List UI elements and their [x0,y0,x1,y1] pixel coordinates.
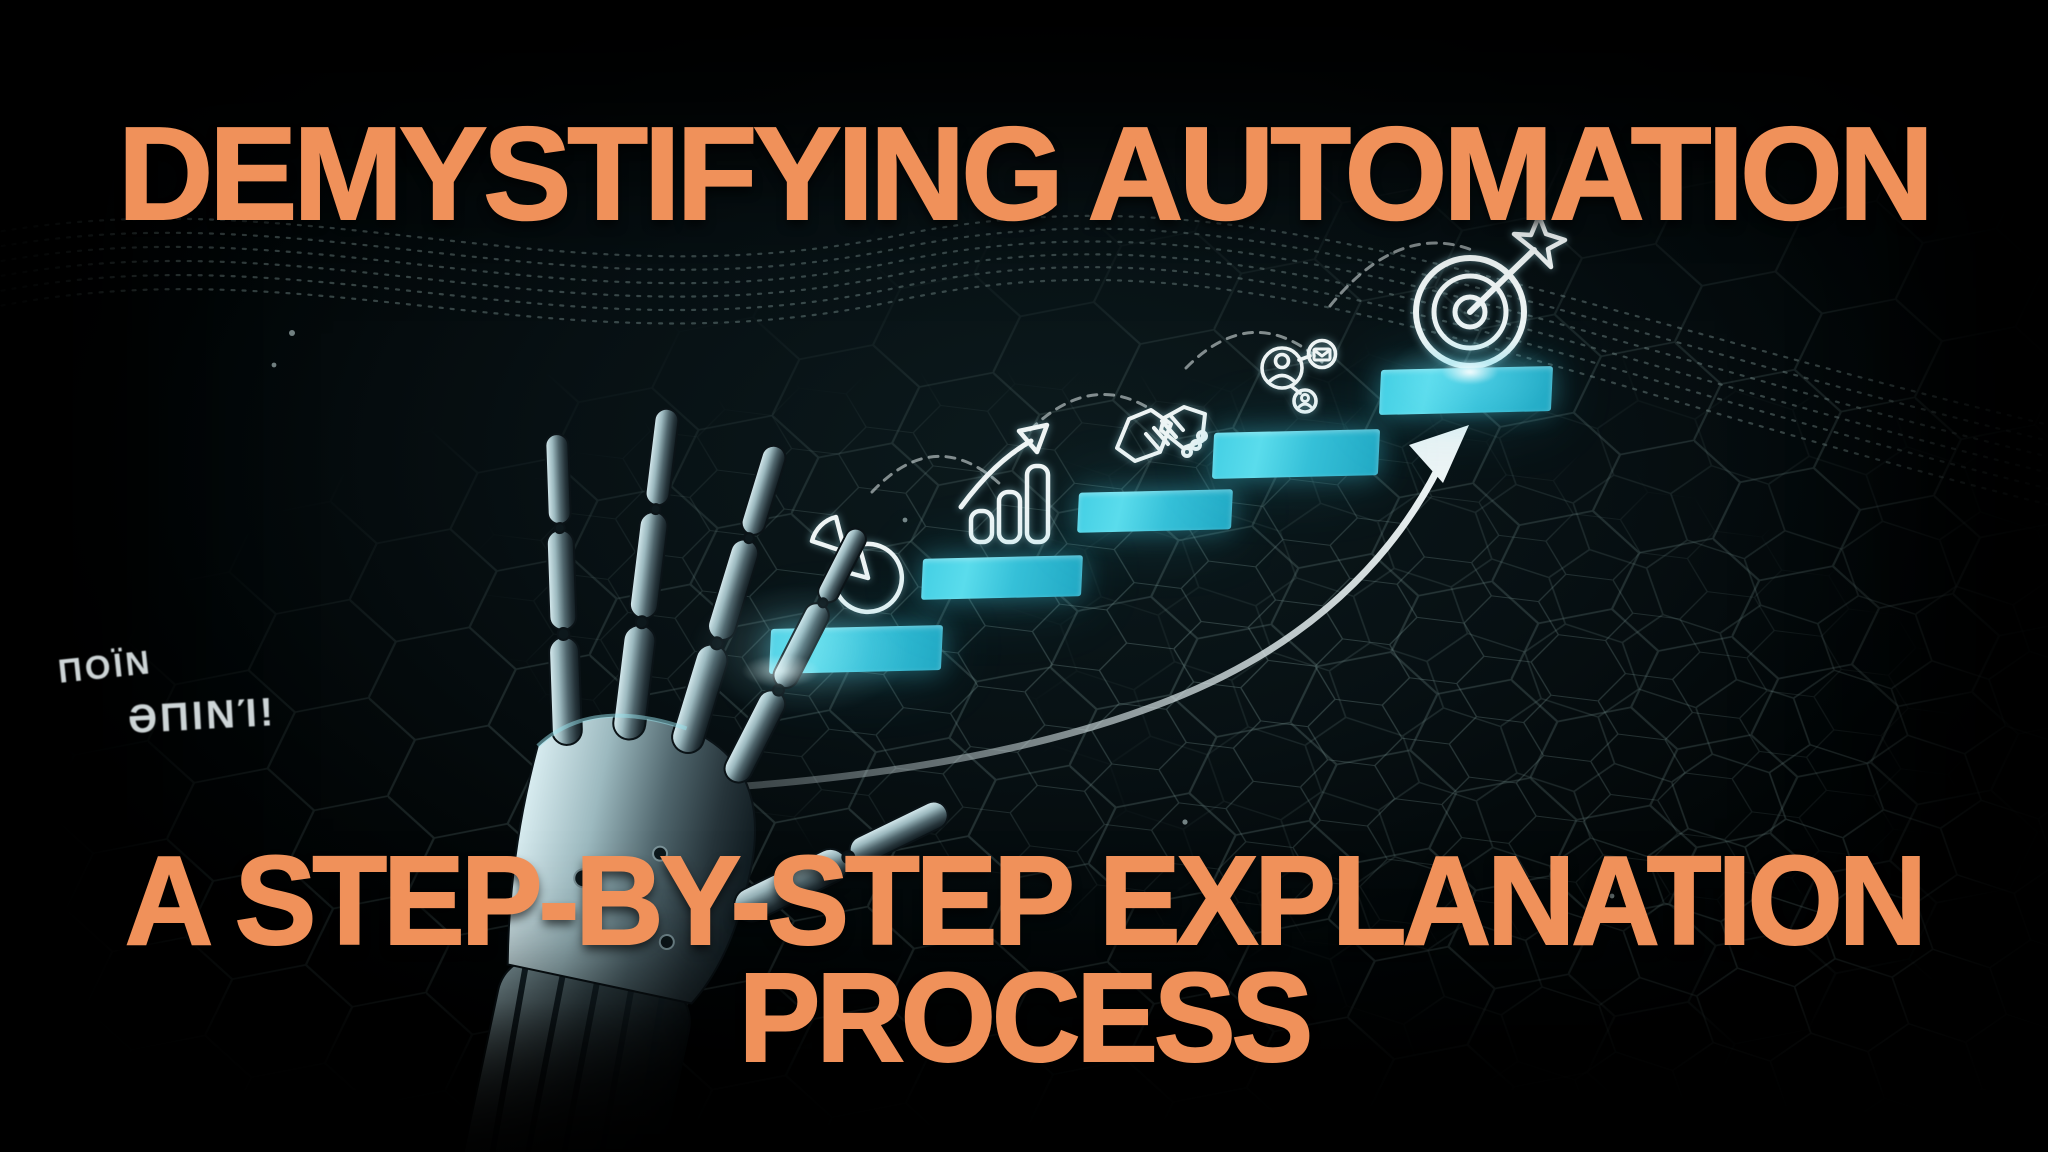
mesh-node-dots [271,330,1615,899]
bottom-fade [0,1002,2048,1152]
artifact-text-2: ƏΠΙΝΊ! [126,690,278,742]
people-network-icon [1260,338,1338,414]
subtitle-line-1: A STEP-BY-STEP EXPLANATION [124,830,1928,971]
poster-title: DEMYSTIFYING AUTOMATION [117,100,1935,248]
poster-subtitle: A STEP-BY-STEP EXPLANATION PROCESS [31,830,2018,1089]
dotted-wave-lines [0,214,2048,506]
handshake-icon [1115,405,1208,463]
arrowhead [1409,425,1469,483]
subtitle-line-2: PROCESS [738,947,1314,1089]
dart-fletching [1511,213,1568,270]
growth-bar-chart-icon [958,422,1051,545]
